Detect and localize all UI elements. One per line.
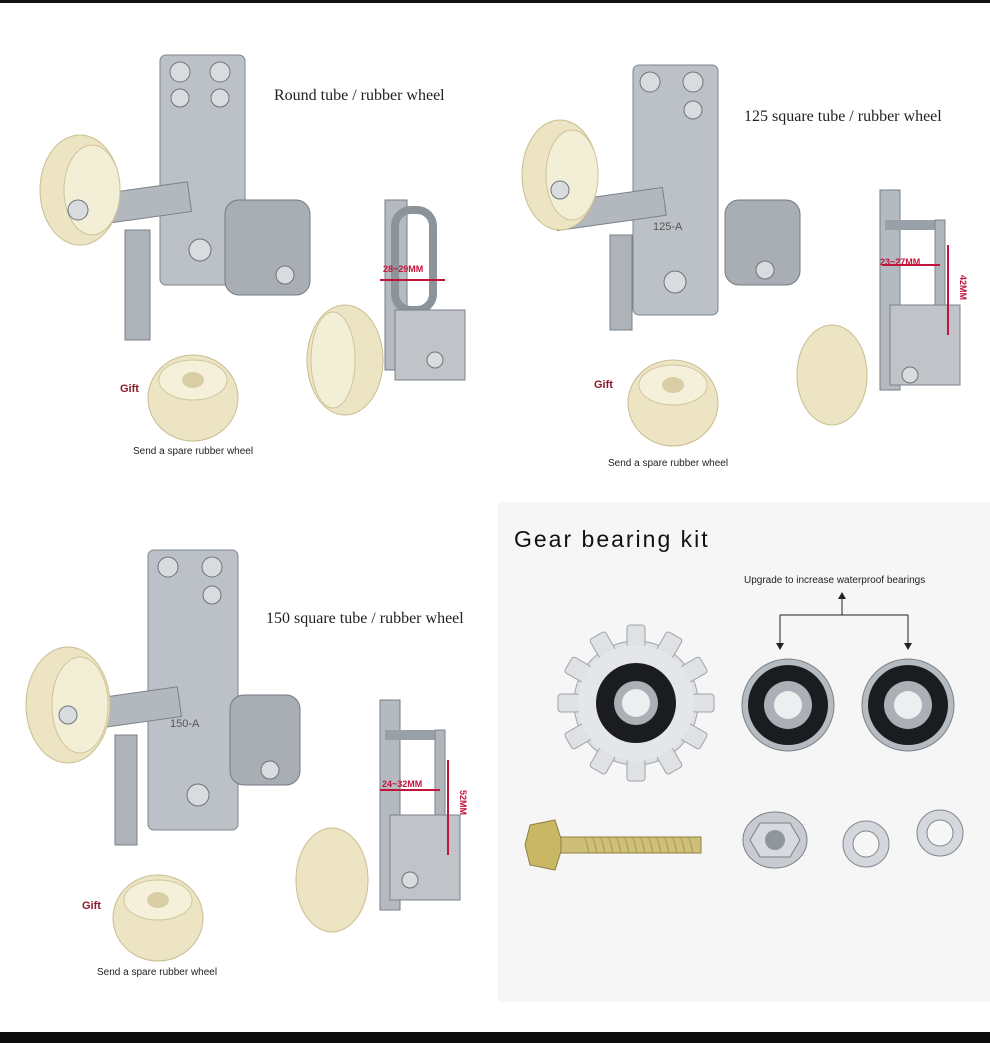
panel-1-gift-label: Gift: [120, 383, 139, 395]
panel-3-spare-label: Send a spare rubber wheel: [97, 967, 218, 978]
flange-nut-image: [742, 811, 808, 869]
washer-image-2: [916, 809, 964, 857]
panel-2-measurement: 23~27MM: [880, 257, 920, 267]
kit-bracket-arrows: [776, 592, 912, 650]
panel-3-spare-wheel-image: [112, 874, 204, 962]
panel-3-title: 150 square tube / rubber wheel: [266, 610, 464, 627]
panel-1-spare-wheel-image: [147, 354, 239, 442]
bearing-image-right: [861, 658, 955, 752]
panel-2-spare-label: Send a spare rubber wheel: [608, 458, 729, 469]
panel-3-tensioner-image: 150-A: [25, 549, 301, 846]
panel-3-gift-label: Gift: [82, 900, 101, 912]
panel-2-tensioner-image: 125-A: [521, 64, 801, 331]
panel-2-gift-label: Gift: [594, 379, 613, 391]
panel-2-side-view-image: 23~27MM 42MM: [796, 189, 968, 426]
panel-2-spare-wheel-image: [627, 359, 719, 447]
sprocket-with-bearing-image: [557, 624, 715, 782]
panel-1-spare-label: Send a spare rubber wheel: [133, 446, 254, 457]
panel-2-title: 125 square tube / rubber wheel: [744, 108, 942, 125]
kit-panel-background: [498, 502, 990, 1002]
panel-1-tensioner-image: [39, 54, 311, 341]
bolt-image: [524, 819, 702, 871]
panel-3-height: 52MM: [458, 790, 468, 815]
panel-1-title: Round tube / rubber wheel: [274, 87, 445, 104]
panel-1-side-view-image: 28~29MM: [306, 199, 466, 416]
washer-image-1: [842, 820, 890, 868]
panel-1-measurement: 28~29MM: [383, 264, 423, 274]
panel-3-stamp: 150-A: [170, 718, 200, 730]
bearing-image-left: [741, 658, 835, 752]
top-border: [0, 0, 990, 3]
panel-2-height: 42MM: [958, 275, 968, 300]
kit-upgrade-note: Upgrade to increase waterproof bearings: [744, 575, 926, 586]
panel-3-measurement: 24~32MM: [382, 779, 422, 789]
panel-3-side-view-image: 24~32MM 52MM: [295, 699, 468, 933]
panel-2-stamp: 125-A: [653, 221, 683, 233]
bottom-border: [0, 1032, 990, 1043]
kit-title: Gear bearing kit: [514, 526, 710, 552]
